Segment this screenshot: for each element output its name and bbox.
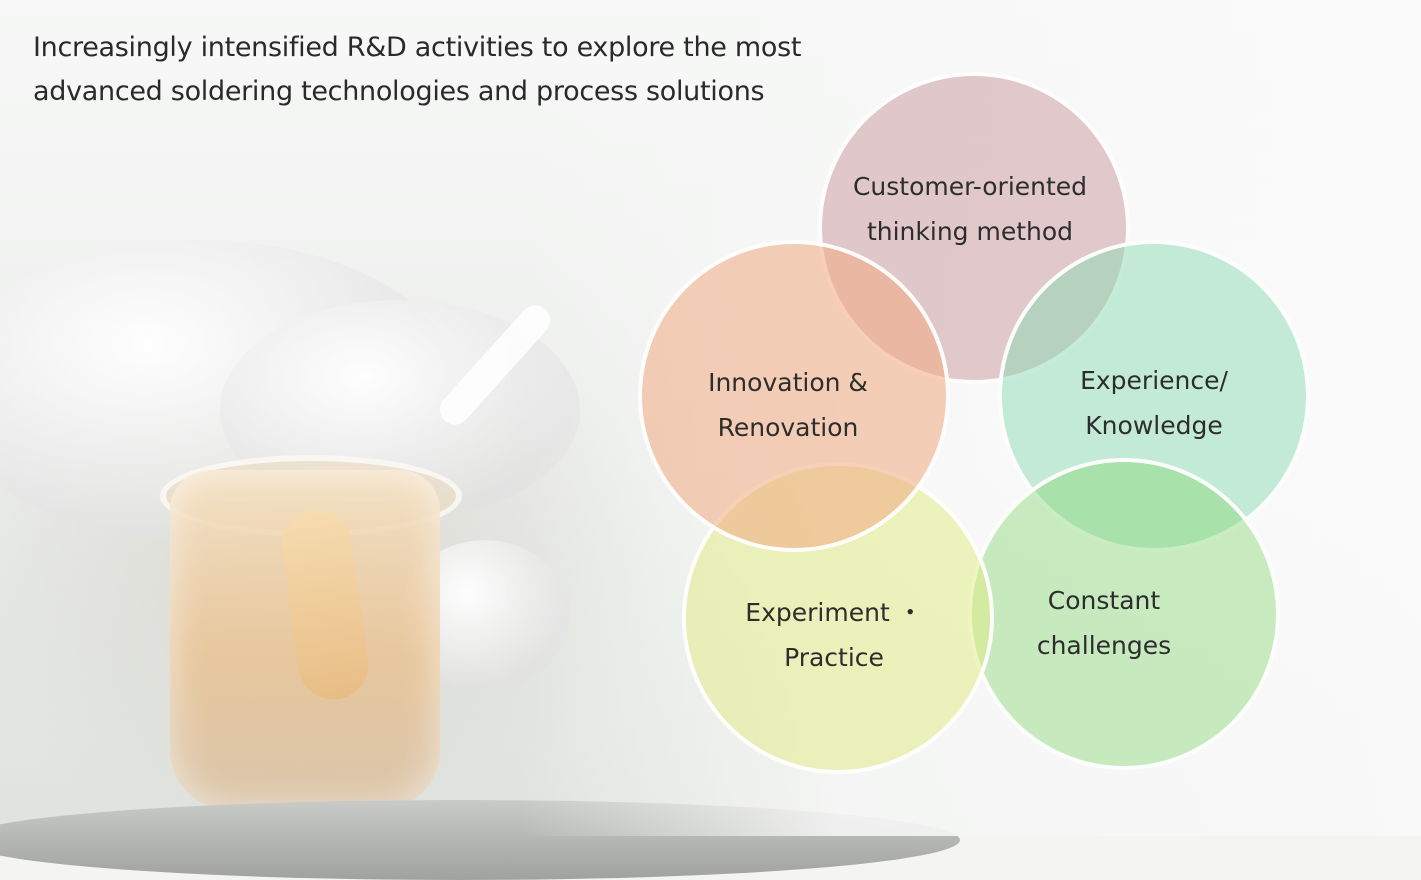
label-experience-line-1: Experience/ (1014, 358, 1294, 403)
label-experiment-practice: Experiment ・ Practice (694, 590, 974, 680)
label-customer-line-1: Customer-oriented (830, 164, 1110, 209)
label-innovation-line-1: Innovation & (648, 360, 928, 405)
label-constant-challenges: Constant challenges (964, 578, 1244, 668)
headline-line-2: advanced soldering technologies and proc… (33, 70, 833, 114)
page-headline: Increasingly intensified R&D activities … (33, 26, 833, 114)
label-constant-line-2: challenges (964, 623, 1244, 668)
headline-line-1: Increasingly intensified R&D activities … (33, 26, 833, 70)
label-customer-oriented: Customer-oriented thinking method (830, 164, 1110, 254)
label-innovation-renovation: Innovation & Renovation (648, 360, 928, 450)
label-experiment-line-1: Experiment ・ (694, 590, 974, 635)
label-experiment-line-2: Practice (694, 635, 974, 680)
label-innovation-line-2: Renovation (648, 405, 928, 450)
label-experience-knowledge: Experience/ Knowledge (1014, 358, 1294, 448)
label-experience-line-2: Knowledge (1014, 403, 1294, 448)
label-constant-line-1: Constant (964, 578, 1244, 623)
label-customer-line-2: thinking method (830, 209, 1110, 254)
